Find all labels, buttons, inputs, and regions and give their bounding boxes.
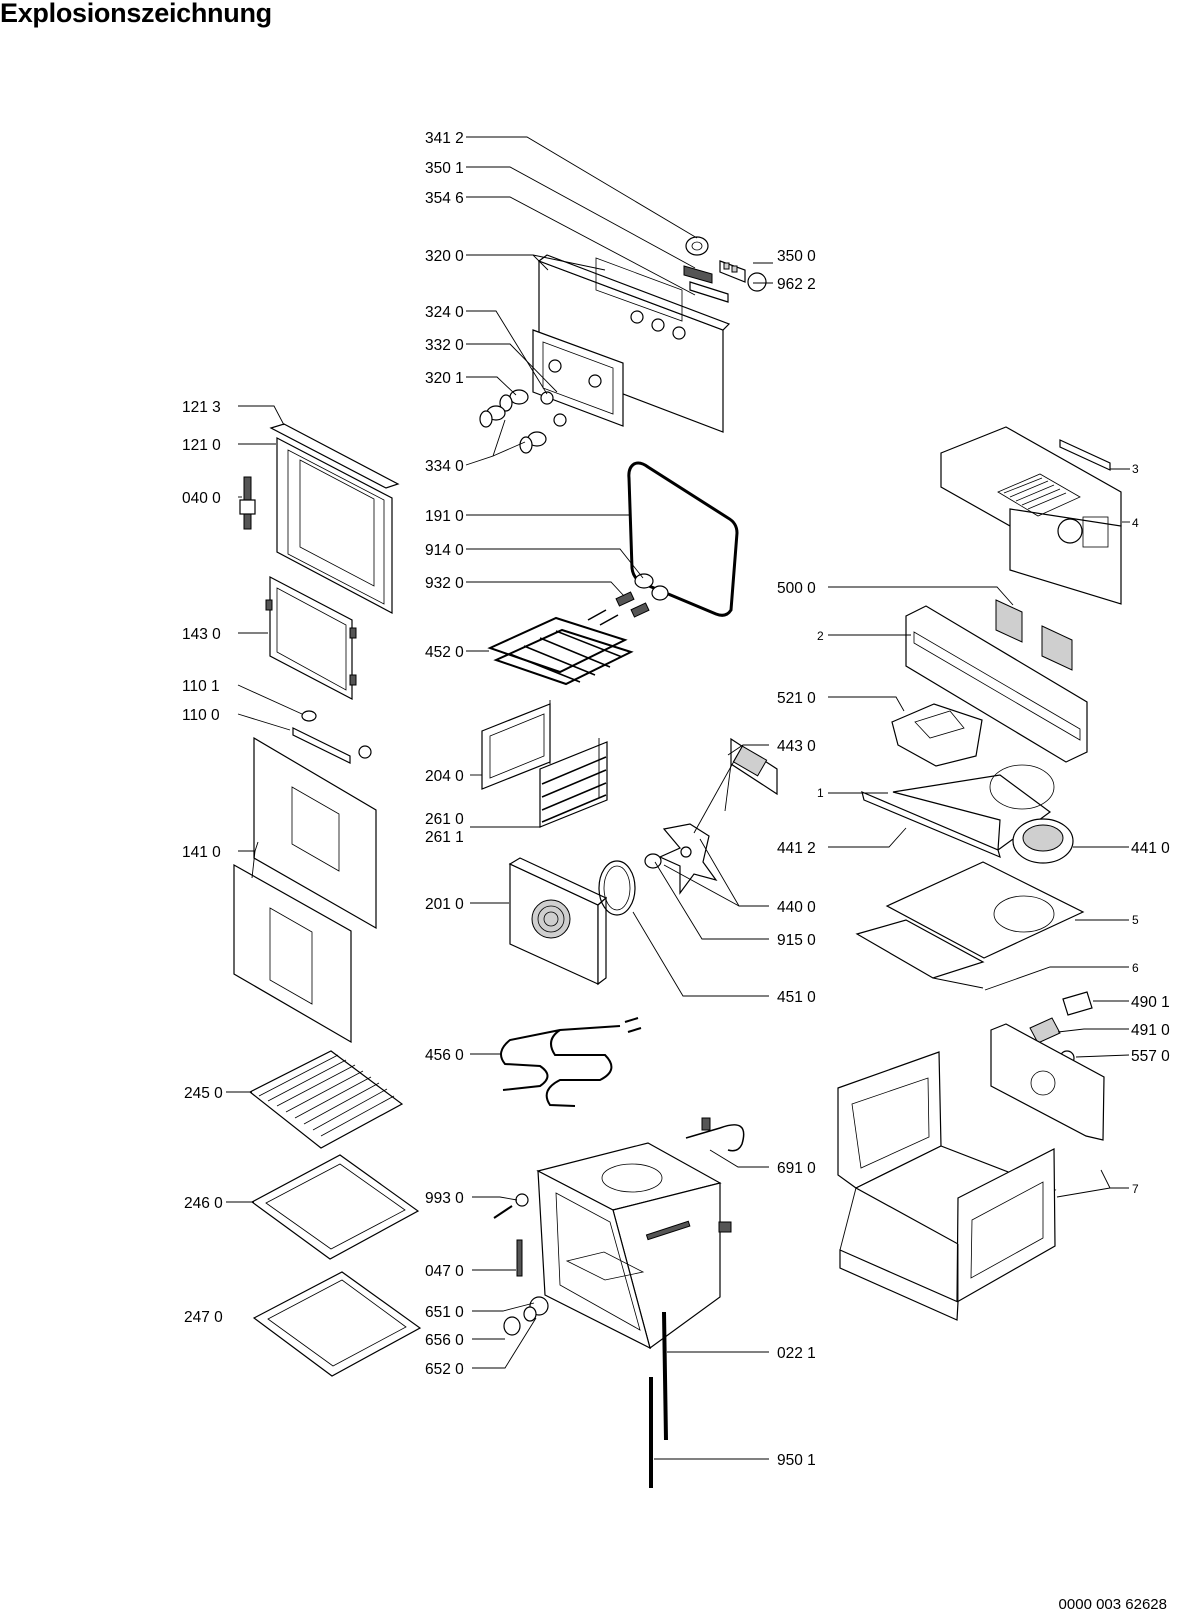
hinge-drawing — [239, 476, 256, 530]
label-456-0: 456 0 — [425, 1047, 464, 1064]
label-354-6: 354 6 — [425, 190, 464, 207]
label-2: 2 — [817, 629, 824, 643]
wire-shelf-drawing — [248, 1050, 404, 1149]
label-141-0: 141 0 — [182, 844, 221, 861]
label-320-1: 320 1 — [425, 370, 464, 387]
label-915-0: 915 0 — [777, 932, 816, 949]
lamp-parts-drawing — [615, 573, 669, 618]
small-parts-drawing — [493, 1193, 549, 1336]
door-handle-drawing — [292, 710, 372, 764]
top-heater-drawing — [487, 609, 634, 686]
label-490-1: 490 1 — [1131, 994, 1170, 1011]
label-332-0: 332 0 — [425, 337, 464, 354]
label-121-0: 121 0 — [182, 437, 221, 454]
label-191-0: 191 0 — [425, 508, 464, 525]
label-491-0: 491 0 — [1131, 1022, 1170, 1039]
label-245-0: 245 0 — [184, 1085, 223, 1102]
oven-seal-drawing — [627, 461, 739, 617]
label-4: 4 — [1132, 516, 1139, 530]
label-441-0: 441 0 — [1131, 840, 1170, 857]
label-451-0: 451 0 — [777, 989, 816, 1006]
label-341-2: 341 2 — [425, 130, 464, 147]
label-247-0: 247 0 — [184, 1309, 223, 1326]
fan-cover-drawing — [508, 857, 608, 986]
fan-assembly-drawing — [598, 737, 778, 916]
outer-door-drawing — [269, 423, 400, 614]
lamp-bracket-drawing — [685, 1117, 745, 1152]
shelf-rails-drawing — [481, 700, 608, 828]
label-1: 1 — [817, 786, 824, 800]
label-914-0: 914 0 — [425, 542, 464, 559]
label-121-3: 121 3 — [182, 399, 221, 416]
fan-motor-housing-drawing — [891, 703, 983, 767]
label-521-0: 521 0 — [777, 690, 816, 707]
label-950-1: 950 1 — [777, 1452, 816, 1469]
cooling-fan-cover-drawing — [861, 764, 1074, 864]
label-6: 6 — [1132, 961, 1139, 975]
outer-casing-drawing — [837, 1023, 1105, 1321]
label-324-0: 324 0 — [425, 304, 464, 321]
label-246-0: 246 0 — [184, 1195, 223, 1212]
label-443-0: 443 0 — [777, 738, 816, 755]
top-cover-plate-drawing — [940, 426, 1122, 605]
label-201-0: 201 0 — [425, 896, 464, 913]
label-040-0: 040 0 — [182, 490, 221, 507]
baking-tray-drawing — [250, 1154, 420, 1260]
label-110-0: 110 0 — [182, 707, 220, 724]
control-panel-drawing — [532, 254, 731, 433]
label-350-0: 350 0 — [777, 248, 816, 265]
label-320-0: 320 0 — [425, 248, 464, 265]
duct-plates-drawing — [855, 861, 1085, 989]
part-labels: 341 2 350 1 354 6 320 0 324 0 332 0 320 … — [182, 130, 1170, 1469]
label-7: 7 — [1132, 1182, 1139, 1196]
document-code: 0000 003 62628 — [1058, 1596, 1167, 1613]
label-691-0: 691 0 — [777, 1160, 816, 1177]
label-204-0: 204 0 — [425, 768, 464, 785]
label-656-0: 656 0 — [425, 1332, 464, 1349]
control-module-drawing — [905, 599, 1088, 763]
label-143-0: 143 0 — [182, 626, 221, 643]
inner-glass-drawing — [265, 576, 357, 700]
label-350-1: 350 1 — [425, 160, 464, 177]
label-452-0: 452 0 — [425, 644, 464, 661]
label-557-0: 557 0 — [1131, 1048, 1170, 1065]
label-440-0: 440 0 — [777, 899, 816, 916]
selector-parts-drawing — [683, 236, 767, 303]
leader-lines — [226, 136, 1130, 1460]
label-5: 5 — [1132, 913, 1139, 927]
label-441-2: 441 2 — [777, 840, 816, 857]
label-651-0: 651 0 — [425, 1304, 464, 1321]
label-261-1: 261 1 — [425, 829, 464, 846]
sealing-rods-drawing — [649, 1311, 668, 1488]
oven-cavity-drawing — [536, 1142, 732, 1350]
label-047-0: 047 0 — [425, 1263, 464, 1280]
label-334-0: 334 0 — [425, 458, 464, 475]
grill-element-drawing — [500, 1017, 642, 1107]
label-261-0: 261 0 — [425, 811, 464, 828]
knobs-drawing — [479, 389, 567, 454]
label-993-0: 993 0 — [425, 1190, 464, 1207]
label-652-0: 652 0 — [425, 1361, 464, 1378]
label-110-1: 110 1 — [182, 678, 220, 695]
label-022-1: 022 1 — [777, 1345, 816, 1362]
label-500-0: 500 0 — [777, 580, 816, 597]
label-932-0: 932 0 — [425, 575, 464, 592]
deep-tray-drawing — [252, 1271, 422, 1377]
label-3: 3 — [1132, 462, 1139, 476]
front-glass-drawing — [233, 736, 377, 1044]
label-962-2: 962 2 — [777, 276, 816, 293]
page-title: Explosionszeichnung — [0, 0, 272, 28]
